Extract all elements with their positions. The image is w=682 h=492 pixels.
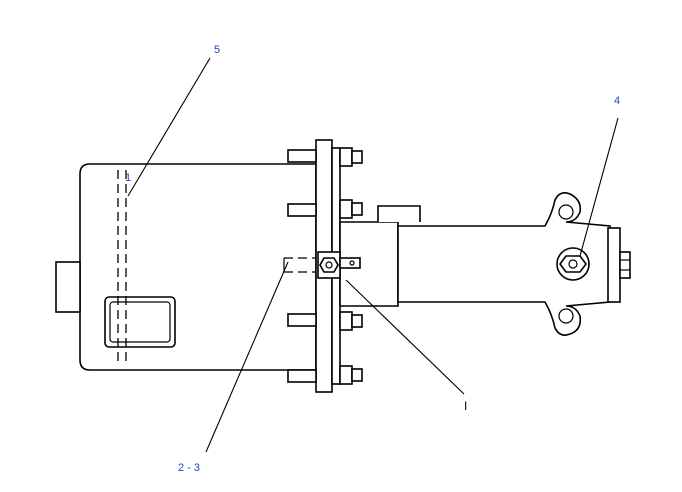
leader-5 [127,57,211,197]
flange-nuts-right [339,147,363,385]
callout-I: I [464,399,467,413]
adjusting-nut [556,247,590,281]
flange-bolts-left [287,149,317,383]
actuator-body [339,205,421,307]
leader-4 [579,117,619,257]
internal-rod-hidden-lines [117,170,127,365]
actuator-arm [397,192,631,336]
callout-4: 4 [614,95,620,107]
callout-1: 1 [125,172,131,184]
callout-5: 5 [214,44,220,56]
leader-I [345,279,465,395]
leader-lines [127,57,619,453]
callout-2-3: 2 - 3 [178,462,200,474]
main-housing [55,163,317,371]
leader-2-3 [205,261,289,453]
hidden-fitting-lines [283,257,316,273]
center-fitting [317,251,361,279]
